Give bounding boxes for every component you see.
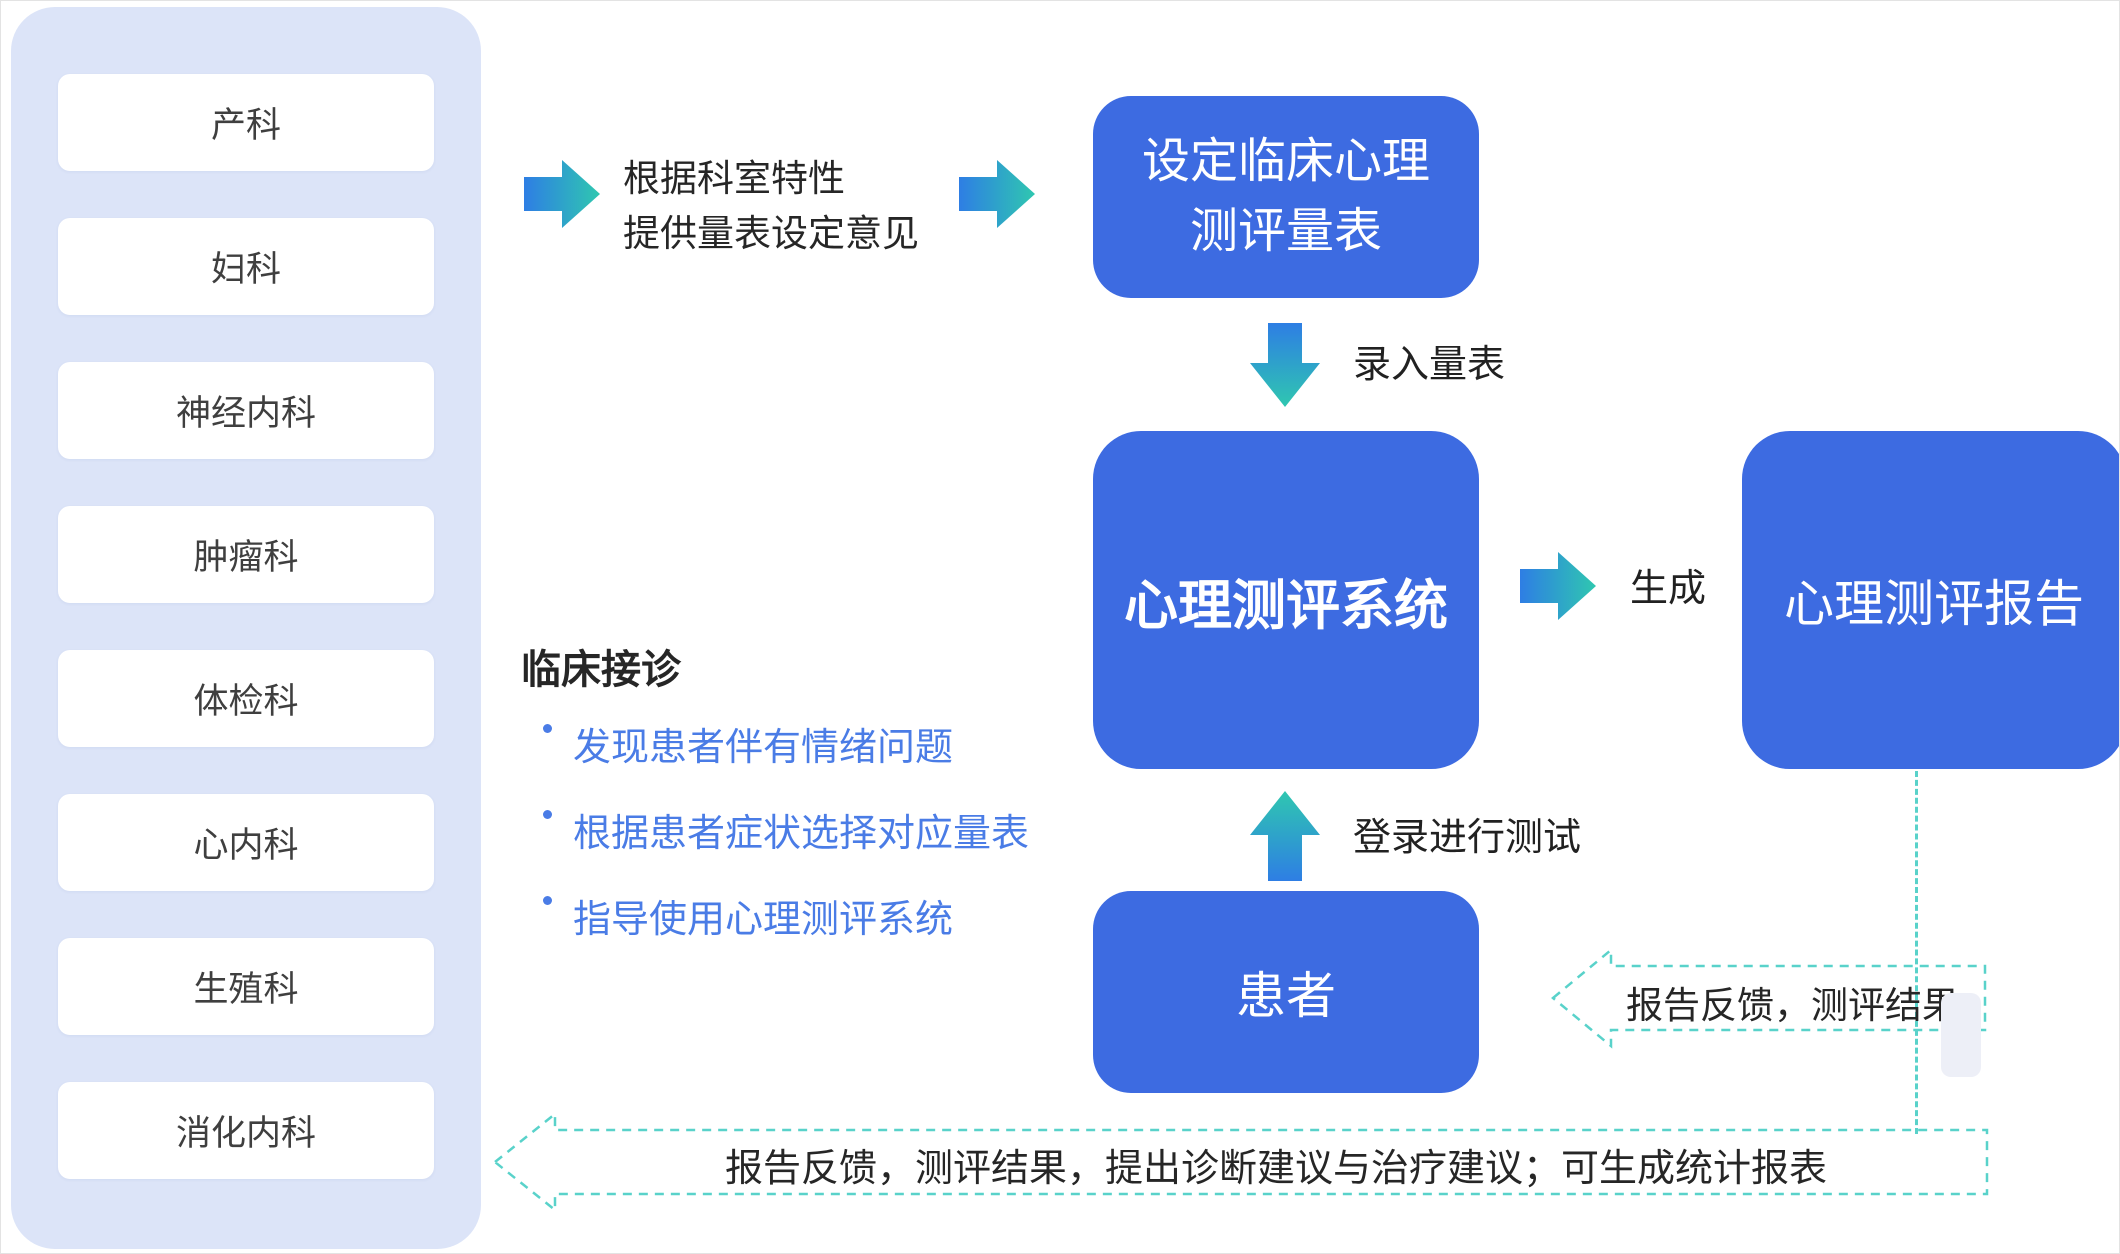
arrow-departments-to-advice-icon bbox=[524, 160, 600, 228]
department-item: 肿瘤科 bbox=[58, 506, 434, 603]
edge-label-login-test: 登录进行测试 bbox=[1353, 817, 1582, 859]
department-item: 生殖科 bbox=[58, 938, 434, 1035]
dashed-connector-line bbox=[1915, 771, 1918, 1134]
arrow-scale-to-system-icon bbox=[1250, 323, 1320, 407]
department-item: 心内科 bbox=[58, 794, 434, 891]
department-item: 消化内科 bbox=[58, 1082, 434, 1179]
dashed-arrow-report-to-departments-icon bbox=[492, 1111, 1989, 1213]
arrow-system-to-report-icon bbox=[1520, 552, 1596, 620]
department-item: 体检科 bbox=[58, 650, 434, 747]
clinical-reception-title: 临床接诊 bbox=[521, 648, 681, 692]
edge-label-enter-scale: 录入量表 bbox=[1353, 344, 1506, 386]
clinical-bullet-item: 指导使用心理测评系统 bbox=[541, 872, 1029, 958]
edge-label-feedback-clinic: 报告反馈，测评结果，提出诊断建议与治疗建议；可生成统计报表 bbox=[724, 1148, 1827, 1190]
clinical-bullet-list: 发现患者伴有情绪问题 根据患者症状选择对应量表 指导使用心理测评系统 bbox=[541, 700, 1029, 958]
arrow-advice-to-scale-icon bbox=[959, 160, 1035, 228]
clinical-bullet-item: 根据患者症状选择对应量表 bbox=[541, 786, 1029, 872]
edge-label-dept-advice: 根据科室特性 提供量表设定意见 bbox=[623, 158, 919, 254]
node-assessment-report: 心理测评报告 bbox=[1742, 431, 2119, 769]
edge-label-generate: 生成 bbox=[1630, 568, 1707, 610]
node-patient: 患者 bbox=[1093, 891, 1479, 1093]
department-item: 产科 bbox=[58, 74, 434, 171]
node-setup-scale: 设定临床心理 测评量表 bbox=[1093, 96, 1479, 298]
scrollbar-thumb[interactable] bbox=[1941, 993, 1981, 1077]
department-item: 妇科 bbox=[58, 218, 434, 315]
arrow-patient-to-system-icon bbox=[1250, 791, 1320, 881]
department-item: 神经内科 bbox=[58, 362, 434, 459]
dashed-arrow-report-to-patient-icon bbox=[1551, 947, 1987, 1049]
node-assessment-system: 心理测评系统 bbox=[1093, 431, 1479, 769]
edge-label-feedback-patient: 报告反馈，测评结果 bbox=[1626, 985, 1959, 1026]
clinical-bullet-item: 发现患者伴有情绪问题 bbox=[541, 700, 1029, 786]
department-panel: 产科 妇科 神经内科 肿瘤科 体检科 心内科 生殖科 消化内科 bbox=[11, 7, 481, 1249]
